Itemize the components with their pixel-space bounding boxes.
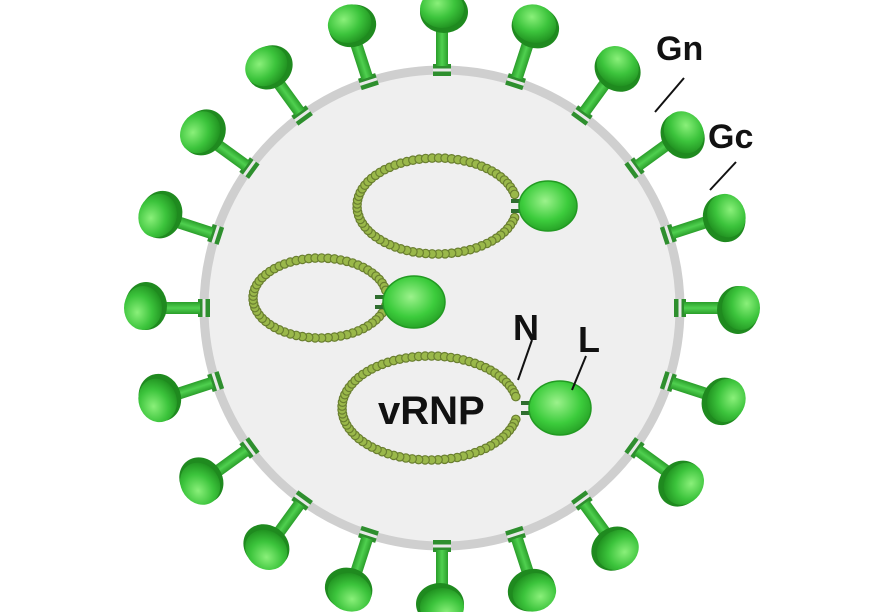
gc-leader-line xyxy=(709,161,737,191)
glycoprotein-spike xyxy=(505,525,557,612)
glycoprotein-spike xyxy=(138,371,225,423)
spike-stem xyxy=(670,215,711,239)
spike-stem xyxy=(634,445,673,478)
spike-anchor-gap xyxy=(242,439,256,457)
spike-anchor-gap xyxy=(664,372,673,391)
spike-stem xyxy=(349,536,373,577)
spike-stem xyxy=(211,138,250,171)
spike-anchor-gap xyxy=(664,225,673,244)
spike-anchor-gap xyxy=(678,299,682,317)
spike-head xyxy=(420,588,464,612)
spike-stem xyxy=(511,39,535,80)
spike-head xyxy=(420,0,464,28)
spike-stem xyxy=(436,28,448,66)
label-gc: Gc xyxy=(708,118,753,156)
spike-head xyxy=(707,378,746,423)
label-vrnp: vRNP xyxy=(378,389,485,433)
glycoprotein-spike xyxy=(571,490,639,571)
label-n: N xyxy=(513,307,539,348)
rnp-segment-large xyxy=(352,153,578,259)
spike-head xyxy=(245,529,288,570)
spike-anchor-gap xyxy=(506,530,525,539)
spike-anchor-gap xyxy=(628,439,642,457)
spike-stem xyxy=(684,302,722,314)
spike-anchor-gap xyxy=(573,108,591,122)
spike-anchor-gap xyxy=(433,544,451,548)
polymerase-l xyxy=(382,275,446,329)
spike-stem xyxy=(349,39,373,80)
nucleoprotein-bead xyxy=(509,189,520,200)
glycoprotein-spike xyxy=(624,111,705,179)
spike-head xyxy=(663,462,704,505)
spike-anchor-gap xyxy=(211,225,220,244)
n-leader-line xyxy=(517,339,533,381)
spike-anchor-gap xyxy=(433,68,451,72)
spike-head xyxy=(596,46,639,87)
spike-head xyxy=(180,111,221,154)
spike-head xyxy=(722,286,760,330)
spike-head xyxy=(138,193,177,238)
gn-leader-line xyxy=(654,77,685,113)
spike-stem xyxy=(272,77,305,116)
nucleoprotein-bead xyxy=(510,391,521,402)
glycoprotein-spike xyxy=(180,109,260,179)
spike-anchor-gap xyxy=(573,494,591,508)
label-gn: Gn xyxy=(656,30,703,68)
spike-stem xyxy=(634,138,673,171)
spike-anchor-gap xyxy=(506,77,525,86)
spike-anchor-gap xyxy=(293,494,311,508)
spike-stem xyxy=(162,302,200,314)
glycoprotein-spike xyxy=(659,193,746,245)
spike-stem xyxy=(670,377,711,401)
spike-head xyxy=(596,529,639,570)
spike-anchor-gap xyxy=(293,108,311,122)
spike-stem xyxy=(436,550,448,588)
spike-stem xyxy=(173,377,214,401)
glycoprotein-spike xyxy=(245,45,313,126)
spike-head xyxy=(327,4,372,43)
spike-stem xyxy=(173,215,214,239)
spike-stem xyxy=(511,536,535,577)
spike-head xyxy=(180,462,221,505)
glycoprotein-spike xyxy=(324,525,379,612)
spike-anchor-gap xyxy=(211,372,220,391)
spike-anchor-gap xyxy=(359,77,378,86)
spike-head xyxy=(124,286,162,330)
spike-anchor-gap xyxy=(628,159,642,177)
polymerase-l xyxy=(528,380,592,436)
glycoprotein-spikes xyxy=(124,0,760,612)
spike-head xyxy=(663,111,704,154)
rnp-segment-small xyxy=(337,351,592,465)
glycoprotein-spike xyxy=(124,282,210,330)
spike-head xyxy=(707,193,746,238)
label-l: L xyxy=(578,319,600,360)
polymerase-l xyxy=(518,180,578,232)
spike-anchor-gap xyxy=(202,299,206,317)
l-leader-line xyxy=(571,355,587,391)
glycoprotein-spike xyxy=(138,190,225,245)
spike-anchor-gap xyxy=(359,530,378,539)
spike-head xyxy=(512,4,557,43)
glycoprotein-spike xyxy=(505,4,560,91)
spike-head xyxy=(512,573,557,612)
spike-head xyxy=(138,378,177,423)
glycoprotein-spike xyxy=(179,437,260,505)
spike-anchor-gap xyxy=(242,159,256,177)
spike-head xyxy=(245,46,288,87)
glycoprotein-spike xyxy=(243,490,313,570)
spike-head xyxy=(327,573,372,612)
rnp-segment-medium xyxy=(248,253,446,343)
glycoprotein-spike xyxy=(674,286,760,334)
glycoprotein-spike xyxy=(624,437,704,507)
glycoprotein-spike xyxy=(659,371,746,426)
spike-stem xyxy=(579,77,612,116)
glycoprotein-spike xyxy=(571,46,641,126)
spike-stem xyxy=(579,500,612,539)
glycoprotein-spike xyxy=(327,4,379,91)
spike-stem xyxy=(211,445,250,478)
spike-stem xyxy=(272,500,305,539)
glycoprotein-spike xyxy=(420,0,468,76)
glycoprotein-spike xyxy=(416,540,464,612)
